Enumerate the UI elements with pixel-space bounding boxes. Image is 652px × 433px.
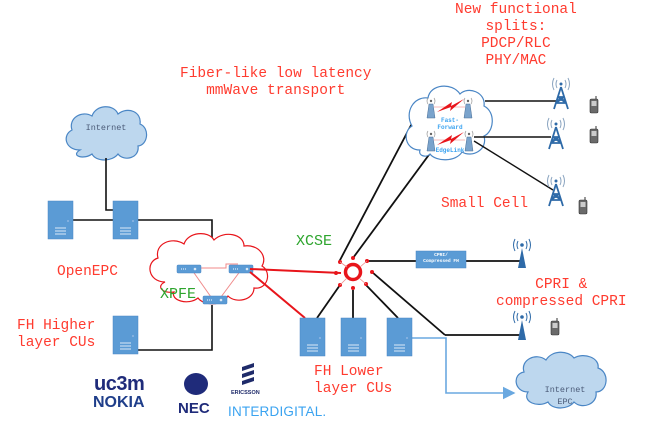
- antenna-icon: [513, 238, 531, 269]
- cell-tower-icon: [546, 117, 566, 150]
- xpfe-label: XPFE: [160, 286, 197, 303]
- uc3m-logo: uc3m: [94, 373, 145, 395]
- cpri-label: CPRI & compressed CPRI: [496, 277, 627, 310]
- ericsson-logo: ERICSSON: [231, 390, 260, 396]
- nokia-logo: NOKIA: [93, 394, 145, 411]
- internet-epc-label: Internet EPC: [544, 385, 586, 407]
- cpri-compressed-fh-box: [415, 250, 467, 269]
- server-icon: [386, 317, 413, 357]
- mobile-phone-icon: [578, 196, 588, 215]
- mobile-phone-icon: [550, 317, 560, 336]
- edgelink-label: EdgeLink: [435, 147, 465, 154]
- internet-cloud-label: Internet: [85, 123, 127, 133]
- cpri-box-label: CPRI/ Compressed FH: [423, 253, 459, 264]
- interdigital-logo: INTERDIGITAL.: [228, 404, 327, 419]
- cell-tower-icon: [546, 174, 566, 207]
- internet-epc-cloud: [515, 351, 607, 409]
- wireless-link-icon: [437, 132, 464, 145]
- server-icon: [112, 200, 139, 240]
- nec-logo: NEC: [178, 400, 210, 417]
- xcse-label: XCSE: [296, 233, 333, 250]
- switch-icon: [202, 295, 228, 305]
- small-cell-label: Small Cell: [441, 196, 529, 212]
- switch-icon: [228, 264, 254, 274]
- wireless-link-icon: [437, 99, 464, 112]
- fh-higher-layer-label: FH Higher layer CUs: [17, 318, 96, 351]
- mobile-phone-icon: [589, 95, 599, 114]
- openepc-label: OpenEPC: [57, 264, 118, 280]
- fh-lower-layer-label: FH Lower layer CUs: [314, 364, 393, 397]
- fast-forward-label: Fast- Forward: [437, 117, 463, 131]
- xpfe-cloud: [149, 233, 269, 305]
- fiber-transport-label: Fiber-like low latency mmWave transport: [180, 66, 372, 99]
- ericsson-logo-icon: [242, 363, 254, 385]
- switch-icon: [176, 264, 202, 274]
- internet-cloud: [65, 106, 148, 161]
- server-icon: [112, 315, 139, 355]
- nec-logo-icon: [184, 373, 208, 395]
- server-icon: [299, 317, 326, 357]
- server-icon: [47, 200, 74, 240]
- cell-tower-icon: [551, 77, 571, 110]
- mobile-phone-icon: [589, 125, 599, 144]
- server-icon: [340, 317, 367, 357]
- functional-splits-label: New functional splits: PDCP/RLC PHY/MAC: [455, 2, 577, 69]
- xcse-hub: [334, 256, 374, 290]
